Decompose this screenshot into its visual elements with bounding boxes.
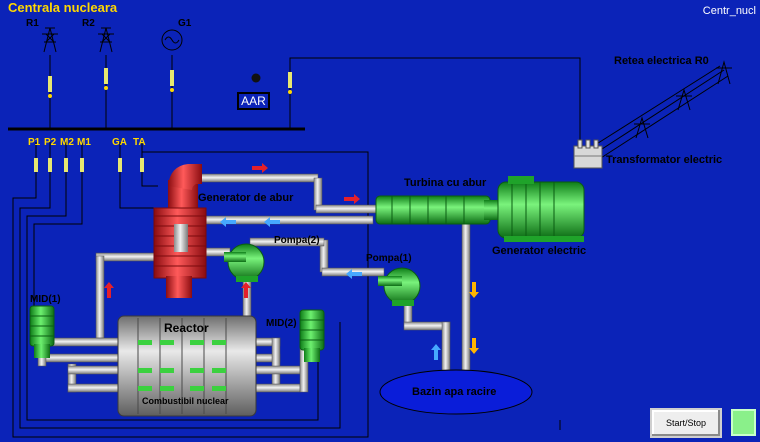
transformer-icon xyxy=(573,139,603,169)
start-stop-button[interactable]: Start/Stop xyxy=(650,408,722,438)
tower-r2-label: R2 xyxy=(82,18,95,29)
reactor-label: Reactor xyxy=(164,321,209,335)
steam-generator-label: Generator de abur xyxy=(198,192,294,204)
aar-box: AAR xyxy=(237,92,270,110)
steam-generator-icon xyxy=(153,164,207,298)
status-indicator[interactable] xyxy=(731,409,756,436)
tower-r2-icon xyxy=(98,27,114,53)
tower-r1-icon xyxy=(42,27,58,53)
bus-label-p1: P1 xyxy=(28,137,41,148)
turbine-icon xyxy=(375,195,500,225)
transformer-label: Transformator electric xyxy=(606,154,723,166)
bus-label-m2: M2 xyxy=(60,137,74,148)
bus-label-ga: GA xyxy=(112,137,127,148)
reactor-icon xyxy=(117,315,257,417)
aar-lamp-icon xyxy=(251,73,261,83)
electric-generator-icon xyxy=(497,176,585,242)
electric-generator-label: Generator electric xyxy=(492,245,587,257)
grid-label: Retea electrica R0 xyxy=(614,55,709,67)
pump-2-icon xyxy=(224,243,265,282)
cooling-basin-label: Bazin apa racire xyxy=(412,386,497,398)
bus-label-m1: M1 xyxy=(77,137,91,148)
bus-label-ta: TA xyxy=(133,137,146,148)
generator-g1-label: G1 xyxy=(178,18,192,29)
breaker-indicators xyxy=(34,68,292,172)
pump-2-label: Pompa(2) xyxy=(274,235,320,246)
pump-1-icon xyxy=(378,267,421,306)
screen-id: Centr_nucl xyxy=(702,5,756,17)
cooling-basin-icon xyxy=(379,369,533,415)
mid-1-icon xyxy=(29,305,55,358)
bus-label-p2: P2 xyxy=(44,137,57,148)
tower-r1-label: R1 xyxy=(26,18,39,29)
mid-2-label: MID(2) xyxy=(266,318,297,329)
mid-1-label: MID(1) xyxy=(30,294,61,305)
flow-arrows xyxy=(104,163,479,360)
grid-line-icon xyxy=(584,60,732,166)
generator-g1-icon xyxy=(161,29,183,51)
page-title: Centrala nucleara xyxy=(8,0,118,15)
mid-2-icon xyxy=(299,309,325,362)
pump-1-label: Pompa(1) xyxy=(366,253,412,264)
turbine-label: Turbina cu abur xyxy=(404,177,487,189)
fuel-label: Combustibil nuclear xyxy=(142,396,229,406)
